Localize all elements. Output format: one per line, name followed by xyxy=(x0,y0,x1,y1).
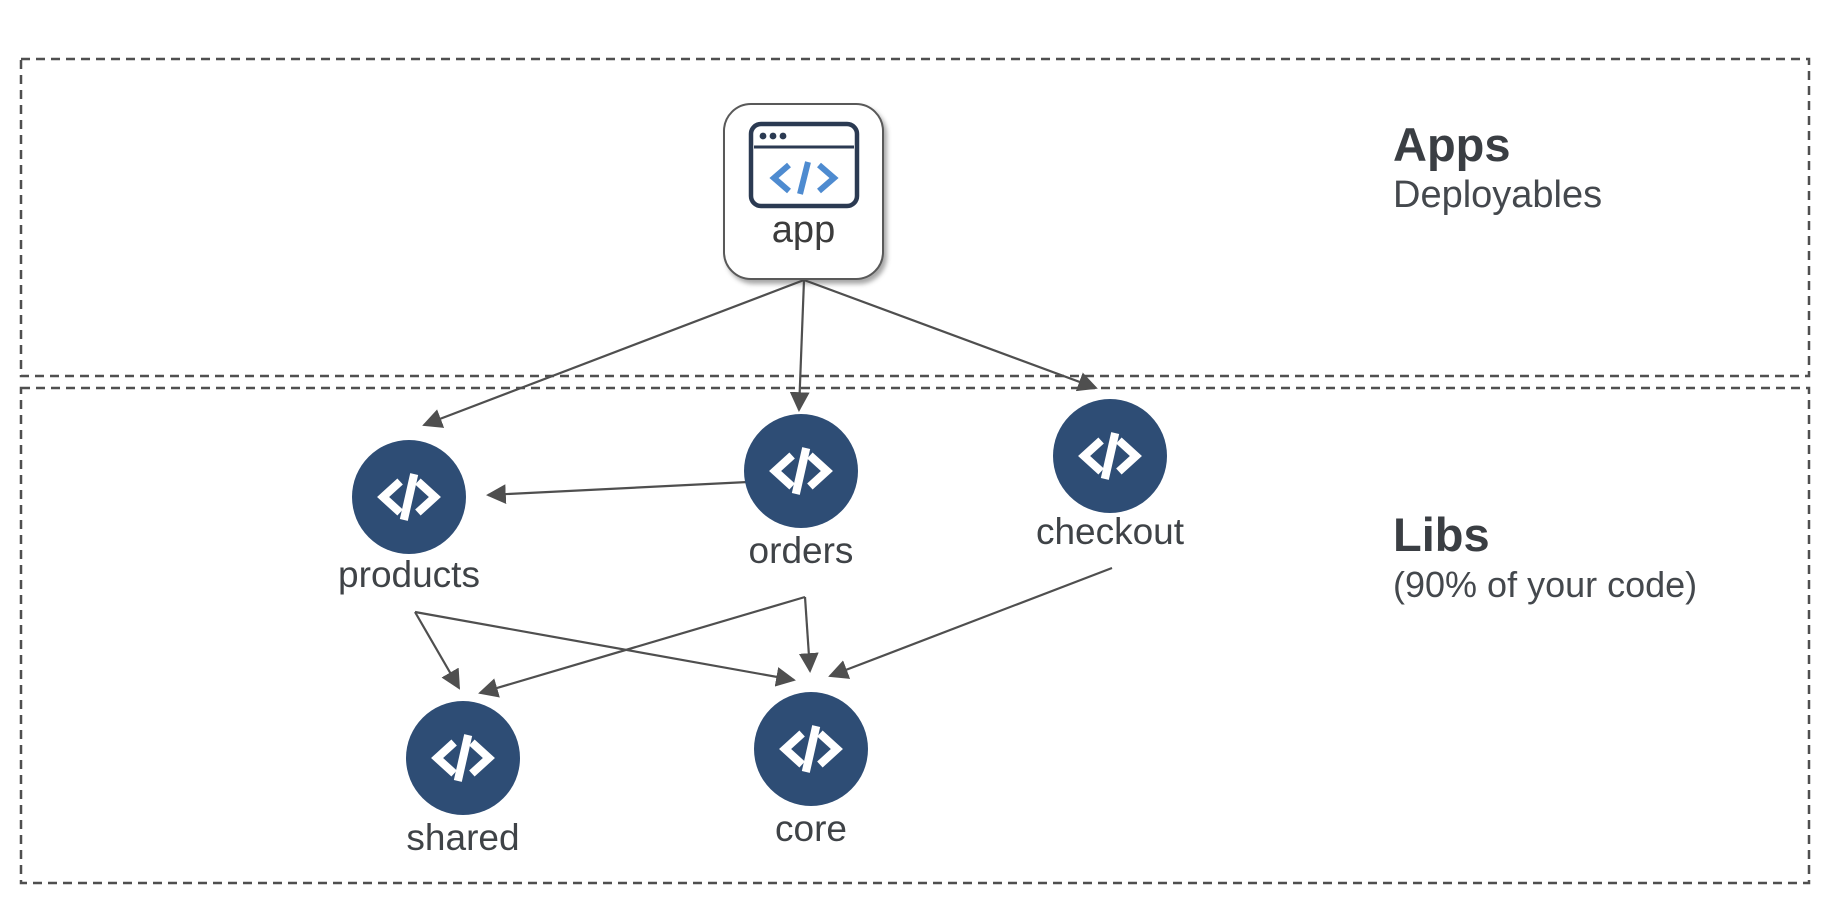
browser-code-icon xyxy=(748,121,859,209)
node-products: products xyxy=(338,440,480,593)
libs-section-title: Libs xyxy=(1393,508,1490,561)
node-app: app xyxy=(723,103,884,280)
code-icon xyxy=(352,440,466,554)
node-products-label: products xyxy=(338,554,480,595)
edge-orders-core xyxy=(798,596,819,673)
node-checkout: checkout xyxy=(1036,399,1184,550)
edge-orders-shared xyxy=(478,595,806,698)
apps-section-title: Apps xyxy=(1393,118,1511,171)
node-orders-label: orders xyxy=(748,530,854,571)
code-icon xyxy=(744,414,858,528)
node-core: core xyxy=(754,692,868,847)
code-icon xyxy=(1053,399,1167,513)
edge-products-core xyxy=(414,610,796,687)
libs-section-label: Libs (90% of your code) xyxy=(1393,508,1697,607)
edge-app-orders xyxy=(789,279,810,412)
apps-region-border xyxy=(19,57,1811,378)
edge-orders-products xyxy=(486,480,749,504)
libs-section-subtitle: (90% of your code) xyxy=(1393,564,1698,606)
code-icon xyxy=(406,701,520,815)
edge-checkout-core xyxy=(828,566,1113,679)
node-shared: shared xyxy=(406,701,520,856)
apps-section-subtitle: Deployables xyxy=(1393,174,1603,217)
edge-products-shared xyxy=(414,611,460,690)
edge-app-checkout xyxy=(803,278,1098,392)
node-core-label: core xyxy=(775,808,847,849)
libs-region-border xyxy=(19,386,1811,885)
node-checkout-label: checkout xyxy=(1035,511,1185,552)
node-app-label: app xyxy=(771,209,836,251)
node-orders: orders xyxy=(744,414,858,569)
node-shared-label: shared xyxy=(406,817,520,858)
code-icon xyxy=(754,692,868,806)
edge-app-products xyxy=(422,278,805,428)
apps-section-label: Apps Deployables xyxy=(1393,118,1602,220)
